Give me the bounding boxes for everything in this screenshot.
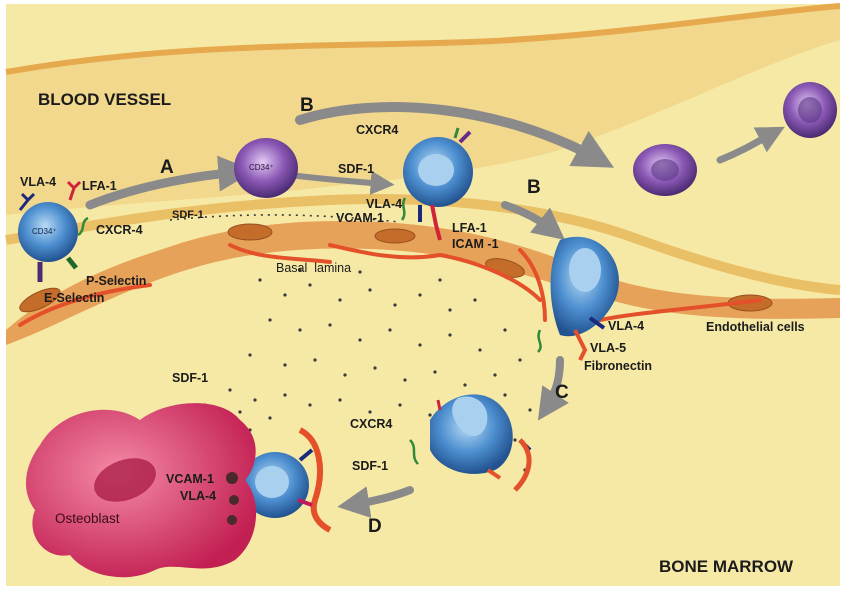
bone-marrow-label: BONE MARROW: [659, 558, 793, 575]
vla4-mid-label: VLA-4: [366, 198, 402, 211]
cd34-top-label: CD34⁺: [249, 164, 274, 172]
basal-lamina-label: Basal lamina: [276, 262, 351, 275]
sdf1-marrow-label: SDF-1: [172, 372, 208, 385]
step-d-label: D: [368, 517, 382, 536]
cxcr4-top-label: CXCR4: [356, 124, 398, 137]
cxcr4-bottom-label: CXCR4: [350, 418, 392, 431]
lfa1-top-left-label: LFA-1: [82, 180, 117, 193]
blood-vessel-label: BLOOD VESSEL: [38, 91, 171, 108]
sdf1-top-label: SDF-1: [338, 163, 374, 176]
sdf1-bottom-label: SDF-1: [352, 460, 388, 473]
vcam1-mid-label: VCAM-1: [336, 212, 384, 225]
icam1-mid-label: ICAM -1: [452, 238, 499, 251]
endothelial-cells-label: Endothelial cells: [706, 321, 805, 334]
cd34-left-label: CD34⁺: [32, 228, 57, 236]
vla5-right-label: VLA-5: [590, 342, 626, 355]
vla4-top-left-label: VLA-4: [20, 176, 56, 189]
cxcr4-left-label: CXCR-4: [96, 224, 143, 237]
e-selectin-label: E-Selectin: [44, 292, 104, 305]
p-selectin-label: P-Selectin: [86, 275, 146, 288]
step-b-label-top: B: [300, 96, 314, 115]
fibronectin-label: Fibronectin: [584, 360, 652, 373]
sdf1-left-label: SDF-1: [172, 210, 204, 221]
vcam1-osteo-label: VCAM-1: [166, 473, 214, 486]
osteoblast-label: Osteoblast: [55, 512, 120, 526]
step-b-label-mid: B: [527, 178, 541, 197]
step-c-label: C: [555, 383, 569, 402]
vla4-right-label: VLA-4: [608, 320, 644, 333]
step-a-label: A: [160, 158, 174, 177]
lfa1-mid-label: LFA-1: [452, 222, 487, 235]
vla4-osteo-label: VLA-4: [180, 490, 216, 503]
